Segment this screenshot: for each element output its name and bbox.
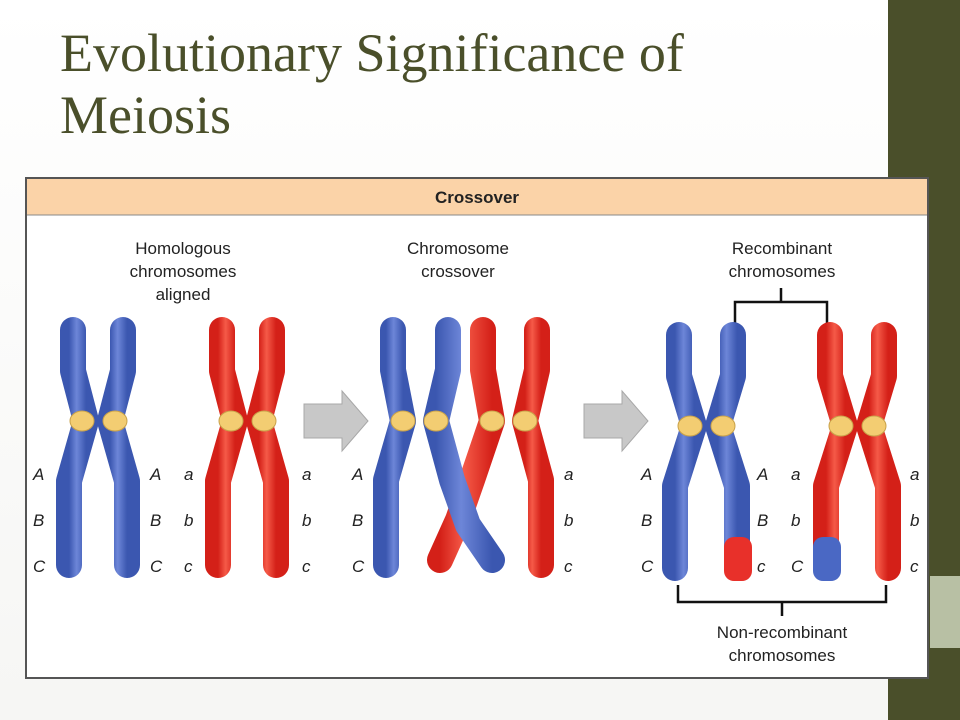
p3-red-centromere-left — [828, 415, 854, 437]
slide-side-tab — [930, 576, 960, 648]
gene-letter-layer: A B C A B C a b c a b c A B C a b c A B … — [32, 465, 919, 576]
gene-A-p3-mid: A — [756, 465, 768, 484]
gene-a-p3-mid2: a — [791, 465, 800, 484]
gene-C-p1-left: C — [33, 557, 46, 576]
gene-C-p1-right: C — [150, 557, 163, 576]
gene-c-p3-right: c — [910, 557, 919, 576]
recombinant-bracket — [733, 288, 829, 323]
label-non-recombinant-2: chromosomes — [729, 646, 836, 665]
p3-red-recombinant-tip — [813, 537, 841, 581]
gene-b-p2-right: b — [564, 511, 573, 530]
p1-blue-centromere-left — [69, 410, 95, 432]
arrow-right-2 — [583, 389, 649, 453]
non-recombinant-bracket — [676, 585, 888, 616]
arrow-right-1 — [303, 389, 369, 453]
gene-b-p1-left: b — [184, 511, 193, 530]
p2-red-centromere-right — [512, 410, 538, 432]
p1-blue-centromere-right — [102, 410, 128, 432]
gene-c-p2-right: c — [564, 557, 573, 576]
label-homologous-1: Homologous — [135, 239, 230, 258]
p2-blue-centromere-left — [390, 410, 416, 432]
label-non-recombinant-1: Non-recombinant — [717, 623, 848, 642]
p3-red-centromere-right — [861, 415, 887, 437]
p3-blue-centromere-left — [677, 415, 703, 437]
gene-c-p1-right: c — [302, 557, 311, 576]
label-homologous-2: chromosomes — [130, 262, 237, 281]
gene-C-p2-left: C — [352, 557, 365, 576]
gene-b-p3-right: b — [910, 511, 919, 530]
label-recombinant-2: chromosomes — [729, 262, 836, 281]
p1-red-centromere-right — [251, 410, 277, 432]
gene-A-p2-left: A — [351, 465, 363, 484]
gene-A-p1-right: A — [149, 465, 161, 484]
label-homologous-3: aligned — [156, 285, 211, 304]
label-recombinant-1: Recombinant — [732, 239, 832, 258]
p2-blue-chromatid-right — [423, 317, 505, 573]
gene-B-p2-left: B — [352, 511, 363, 530]
gene-a-p1-left: a — [184, 465, 193, 484]
gene-C-p3-left: C — [641, 557, 654, 576]
gene-A-p1-left: A — [32, 465, 44, 484]
gene-a-p1-right: a — [302, 465, 311, 484]
p3-blue-centromere-right — [710, 415, 736, 437]
gene-B-p3-mid: B — [757, 511, 768, 530]
diagram-header-bar — [27, 179, 927, 215]
gene-c-p3-mid: c — [757, 557, 766, 576]
gene-a-p2-right: a — [564, 465, 573, 484]
centromere-layer — [69, 410, 887, 437]
p2-blue-centromere-right — [423, 410, 449, 432]
gene-A-p3-left: A — [640, 465, 652, 484]
gene-b-p1-right: b — [302, 511, 311, 530]
gene-B-p1-right: B — [150, 511, 161, 530]
gene-C-p3-mid2: C — [791, 557, 804, 576]
label-crossover-2: crossover — [421, 262, 495, 281]
p1-red-centromere-left — [218, 410, 244, 432]
gene-B-p1-left: B — [33, 511, 44, 530]
gene-a-p3-right: a — [910, 465, 919, 484]
gene-c-p1-left: c — [184, 557, 193, 576]
p2-red-centromere-left — [479, 410, 505, 432]
gene-b-p3-mid2: b — [791, 511, 800, 530]
slide-title: Evolutionary Significance of Meiosis — [60, 23, 684, 145]
p3-blue-recombinant-tip — [724, 537, 752, 581]
diagram-header: Crossover — [435, 188, 519, 207]
label-crossover-1: Chromosome — [407, 239, 509, 258]
gene-B-p3-left: B — [641, 511, 652, 530]
